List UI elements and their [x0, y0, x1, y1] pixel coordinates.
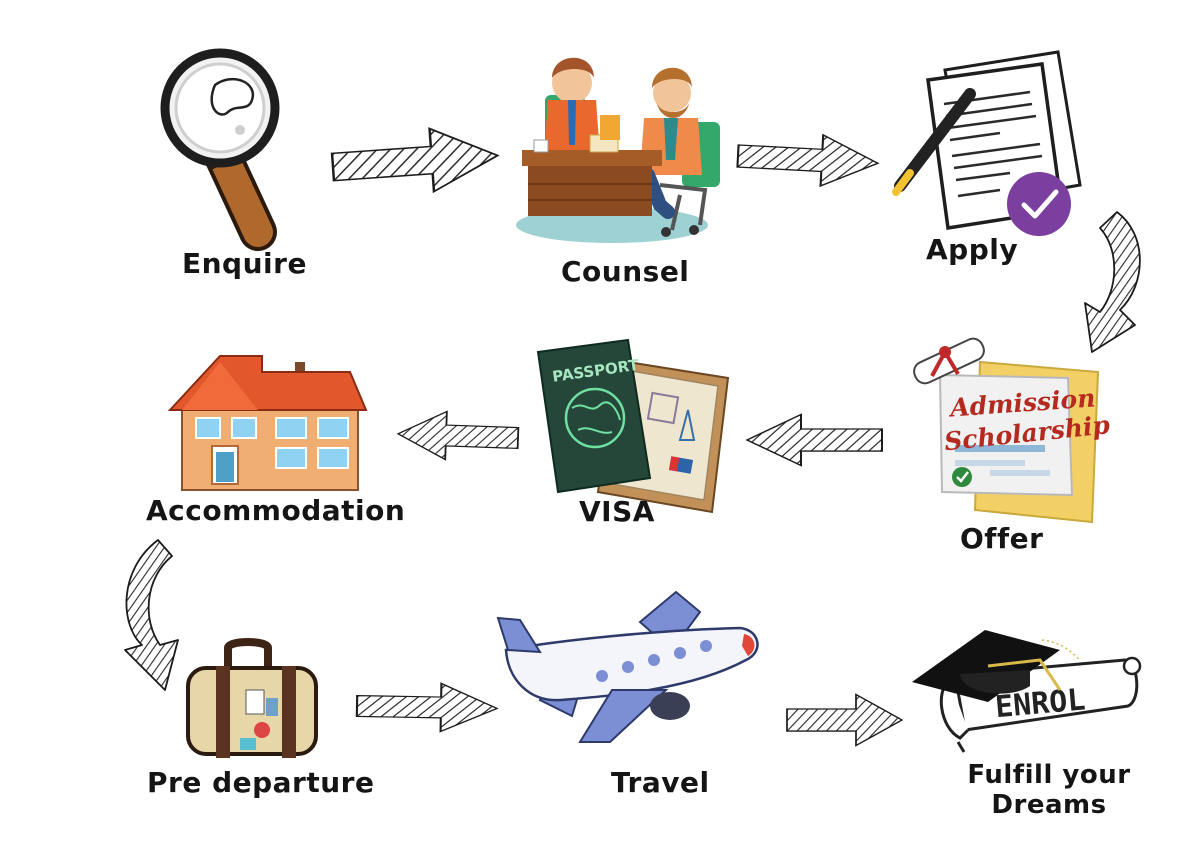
magnifying-glass-icon — [160, 48, 280, 251]
arrow-enquire-to-counsel — [329, 122, 502, 200]
house-icon — [167, 355, 368, 491]
arrow-travel-to-dreams — [786, 693, 903, 747]
offer-letter-icon: Admission Scholarship — [913, 337, 1112, 524]
step-label-visa: VISA — [579, 495, 655, 528]
check-badge-icon — [1007, 172, 1071, 236]
counselling-meeting-icon — [516, 57, 720, 243]
step-label-offer: Offer — [960, 522, 1044, 555]
arrow-visa-to-accommodation — [396, 408, 520, 463]
passport-icon: PASSPORT — [536, 338, 730, 514]
arrow-counsel-to-apply — [735, 129, 881, 190]
application-form-icon — [892, 50, 1082, 236]
step-label-apply: Apply — [926, 233, 1019, 266]
step-label-dreams: Fulfill your Dreams — [964, 760, 1134, 820]
airplane-icon — [496, 590, 759, 743]
arrow-accommodation-to-pre-departure — [124, 539, 179, 691]
step-label-travel: Travel — [611, 766, 710, 799]
suitcase-icon — [186, 638, 318, 758]
step-label-pre-departure: Pre departure — [147, 766, 375, 799]
step-label-dreams-line1: Fulfill your — [967, 760, 1131, 790]
step-label-counsel: Counsel — [561, 255, 690, 288]
step-label-enquire: Enquire — [182, 247, 307, 280]
arrow-offer-to-visa — [745, 413, 884, 467]
graduation-cap-scroll-icon: ENROL — [912, 630, 1142, 753]
step-label-accommodation: Accommodation — [146, 494, 406, 527]
arrow-apply-to-offer — [1084, 211, 1141, 353]
arrow-pre-departure-to-travel — [355, 680, 499, 734]
step-label-dreams-line2: Dreams — [991, 790, 1107, 820]
